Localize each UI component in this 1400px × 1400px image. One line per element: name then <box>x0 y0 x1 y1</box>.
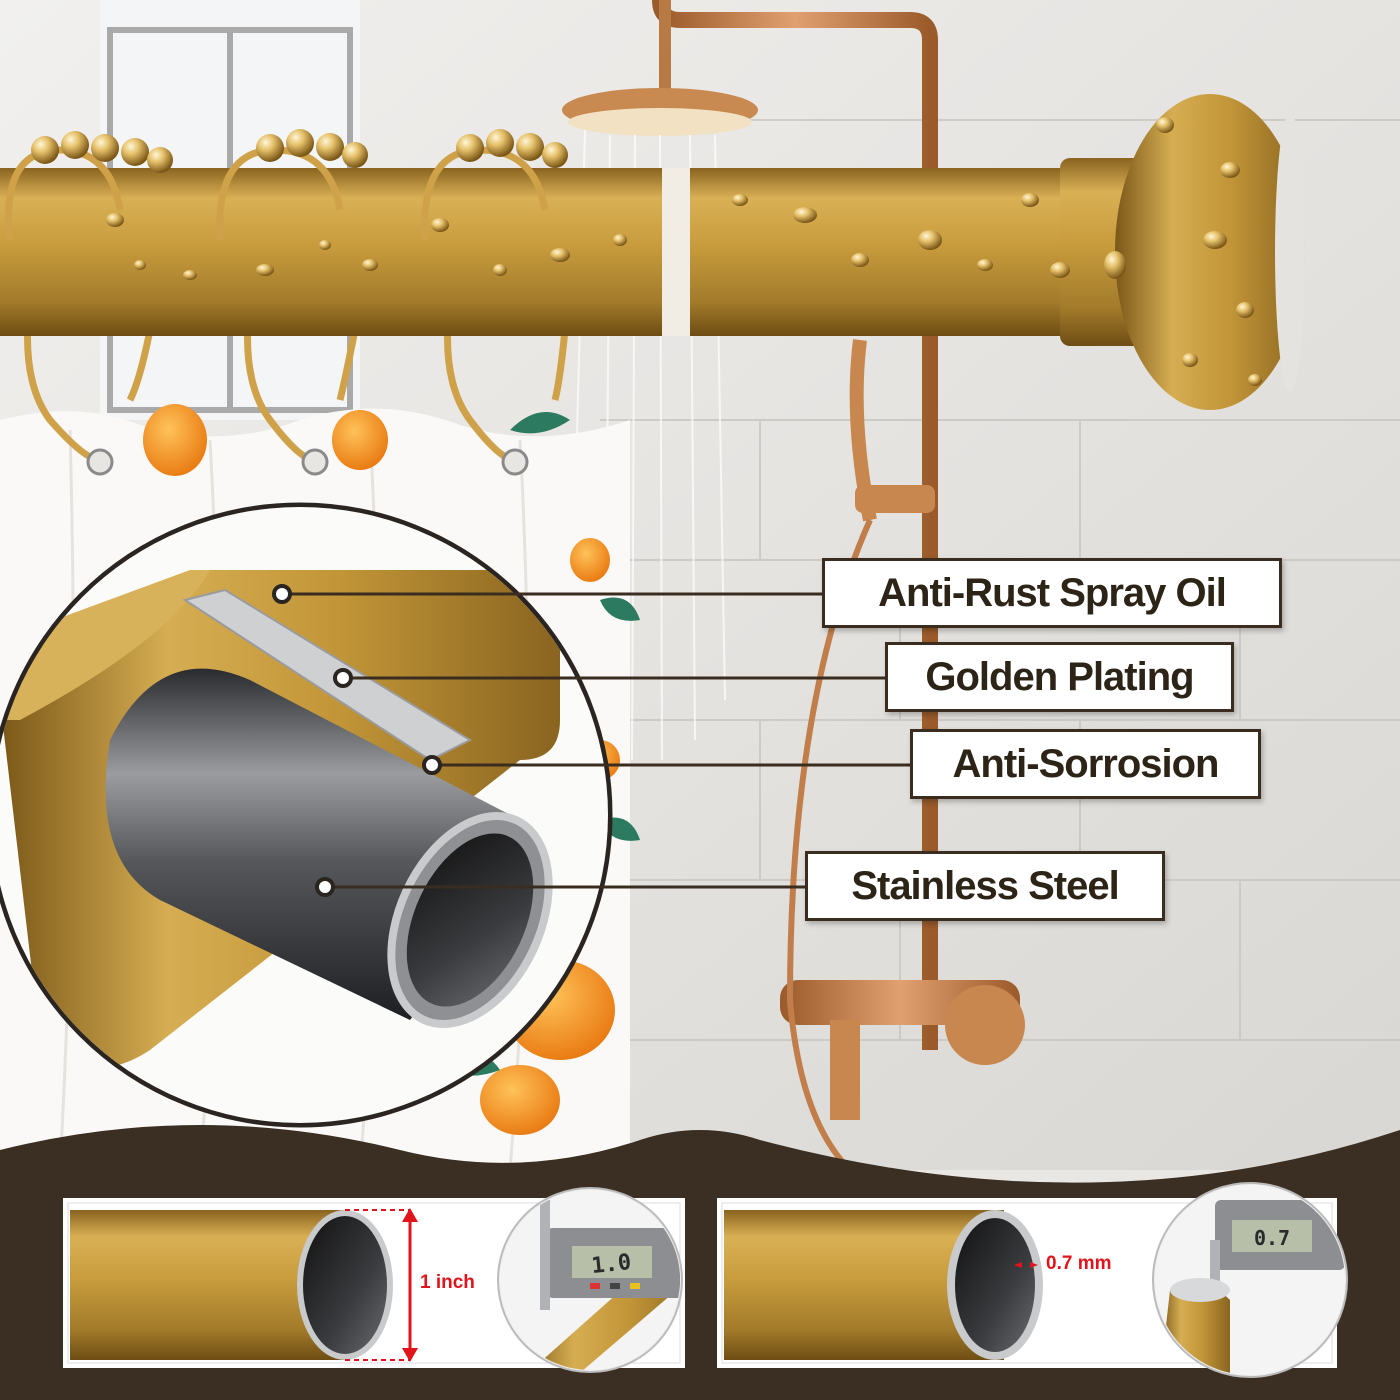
wall-thickness-label: 0.7 mm <box>1046 1253 1112 1274</box>
label-anti-rust-spray-oil: Anti-Rust Spray Oil <box>822 558 1282 628</box>
label-anti-sorrosion: Anti-Sorrosion <box>910 729 1261 799</box>
label-text: Anti-Sorrosion <box>952 741 1220 786</box>
curtain-rod <box>0 94 1305 476</box>
caliper-reading-diameter: 1.0 <box>590 1250 632 1279</box>
diameter-panel <box>63 1187 685 1373</box>
callout-dots <box>272 584 442 897</box>
callout-lines <box>282 592 910 889</box>
caliper-reading-wall: 0.7 <box>1254 1226 1290 1250</box>
label-text: Golden Plating <box>925 654 1194 699</box>
diameter-label: 1 inch <box>420 1272 475 1293</box>
label-text: Stainless Steel <box>851 863 1119 908</box>
cross-section-magnifier <box>0 502 613 1128</box>
wall-thickness-panel <box>717 1182 1348 1378</box>
label-stainless-steel: Stainless Steel <box>805 851 1165 921</box>
label-text: Anti-Rust Spray Oil <box>878 570 1227 615</box>
label-golden-plating: Golden Plating <box>885 642 1234 712</box>
